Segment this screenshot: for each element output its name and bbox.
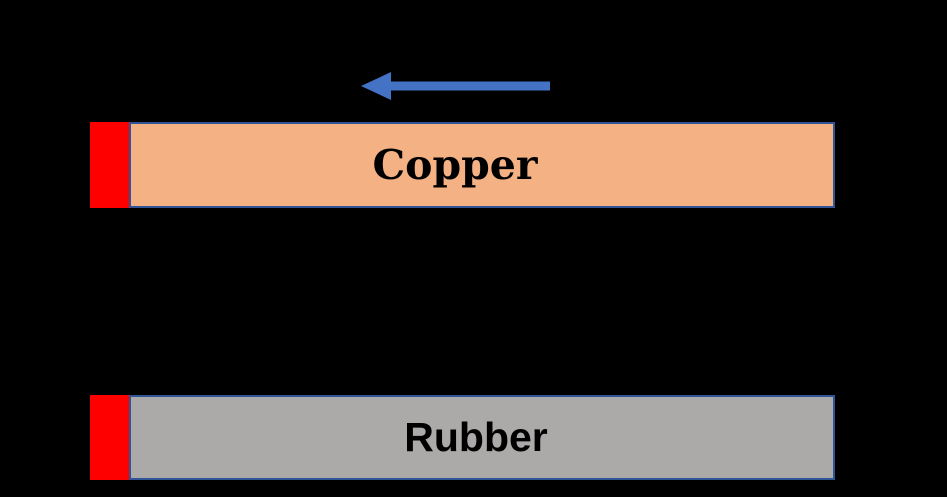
copper-bar: Copper (129, 122, 835, 208)
rubber-bar-label: Rubber (404, 414, 548, 460)
rubber-heated-end (90, 395, 129, 480)
left-arrow-icon (361, 72, 550, 100)
copper-heated-end (90, 122, 129, 208)
copper-bar-label: Copper (372, 140, 538, 189)
left-arrow-shape (361, 72, 550, 100)
rubber-bar: Rubber (129, 395, 835, 480)
